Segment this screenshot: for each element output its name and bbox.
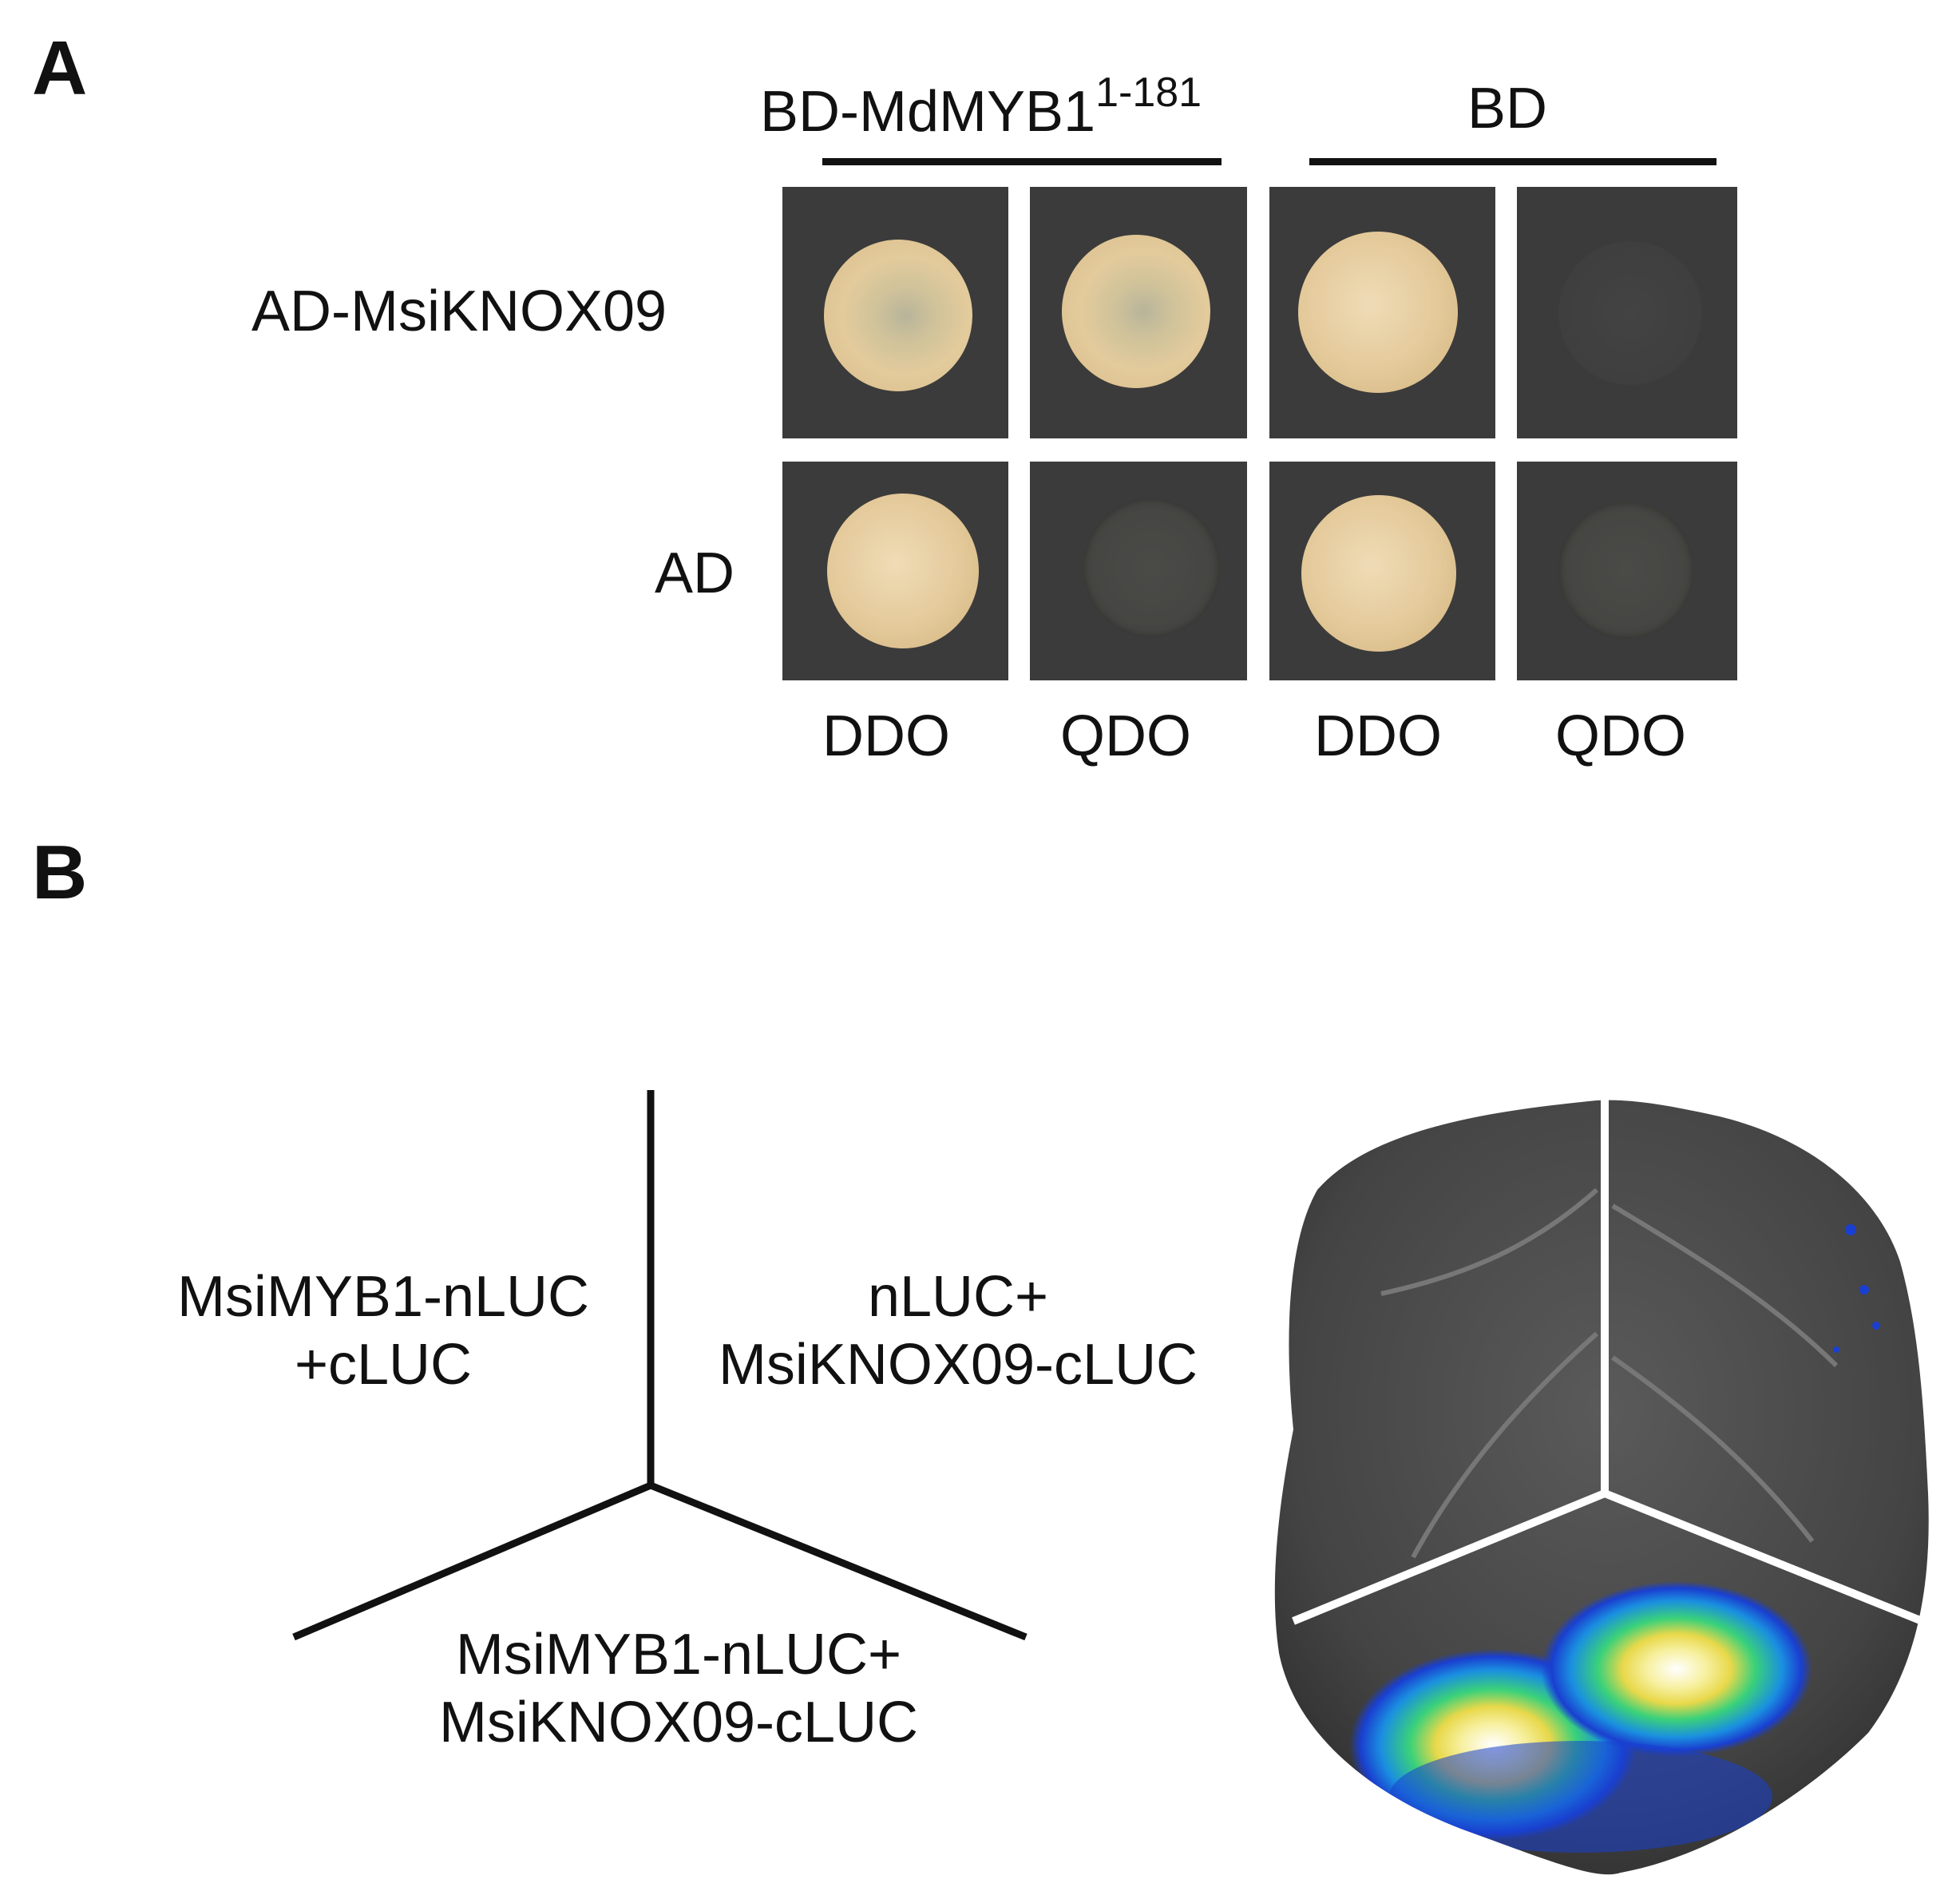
plate-r1-c3 <box>1269 187 1495 438</box>
weak-signal-spot <box>1845 1224 1856 1235</box>
label-upper-left-line1: MsiMYB1-nLUC <box>176 1265 590 1329</box>
col-label-4: QDO <box>1555 704 1687 768</box>
plate-r1-c2 <box>1030 187 1247 438</box>
col-label-1: DDO <box>822 704 950 768</box>
header-bd: BD <box>1467 77 1548 141</box>
header-bd-mdmyb1: BD-MdMYB11-181 <box>760 72 1202 144</box>
divider-right <box>649 1481 1028 1641</box>
leaf-vein-left-1 <box>1380 1187 1598 1296</box>
colony-r2-c2 <box>1083 498 1220 637</box>
leaf-luminescence-image <box>1274 1094 1934 1875</box>
label-upper-left-line2: +cLUC <box>294 1332 473 1397</box>
weak-signal-spot <box>1833 1346 1839 1353</box>
weak-signal-spot <box>1859 1285 1869 1294</box>
leaf-vein-right-1 <box>1611 1203 1839 1368</box>
label-upper-right-line1: nLUC+ <box>867 1265 1049 1329</box>
label-upper-left: MsiMYB1-nLUC +cLUC <box>128 1263 639 1399</box>
label-upper-right: nLUC+ MsiKNOX09-cLUC <box>655 1263 1261 1399</box>
colony-r1-c4 <box>1558 241 1702 385</box>
plate-r2-c1 <box>782 462 1008 680</box>
panel-b-letter: B <box>32 830 88 915</box>
plate-r1-c4 <box>1517 187 1737 438</box>
label-bottom-line1: MsiMYB1-nLUC+ <box>455 1623 902 1687</box>
leaf-vein-left-2 <box>1411 1331 1598 1559</box>
colony-r2-c3 <box>1301 495 1456 652</box>
header-bd-mdmyb1-sup: 1-181 <box>1095 69 1202 116</box>
plate-r2-c3 <box>1269 462 1495 680</box>
panel-a-letter: A <box>32 26 88 111</box>
colony-r2-c1 <box>827 494 979 648</box>
leaf-vein-right-2 <box>1611 1355 1815 1543</box>
divider-left <box>292 1481 652 1641</box>
plate-r2-c2 <box>1030 462 1247 680</box>
label-bottom: MsiMYB1-nLUC+ MsiKNOX09-cLUC <box>375 1621 982 1757</box>
header-bar-right <box>1309 158 1716 165</box>
label-upper-right-line2: MsiKNOX09-cLUC <box>718 1332 1198 1397</box>
colony-r1-c2 <box>1062 235 1210 388</box>
colony-r1-c3 <box>1298 232 1458 393</box>
row-label-ad: AD <box>655 541 735 605</box>
col-label-3: DDO <box>1314 704 1442 768</box>
weak-signal-spot <box>1872 1322 1880 1330</box>
sector-divider-diagram <box>292 1090 1028 1641</box>
header-bd-mdmyb1-text: BD-MdMYB1 <box>760 80 1096 144</box>
col-label-2: QDO <box>1060 704 1192 768</box>
leaf-divider-left <box>1292 1489 1606 1625</box>
plate-r2-c4 <box>1517 462 1737 680</box>
colony-r1-c1 <box>824 240 972 391</box>
luminescence-signal-edge <box>1389 1741 1772 1853</box>
label-bottom-line2: MsiKNOX09-cLUC <box>438 1690 919 1754</box>
plate-r1-c1 <box>782 187 1008 438</box>
colony-r2-c4 <box>1558 502 1694 639</box>
row-label-ad-msiknox09: AD-MsiKNOX09 <box>251 280 667 343</box>
luminescence-signal-right <box>1541 1581 1812 1757</box>
header-bar-left <box>822 158 1222 165</box>
leaf-divider-right <box>1603 1489 1934 1629</box>
